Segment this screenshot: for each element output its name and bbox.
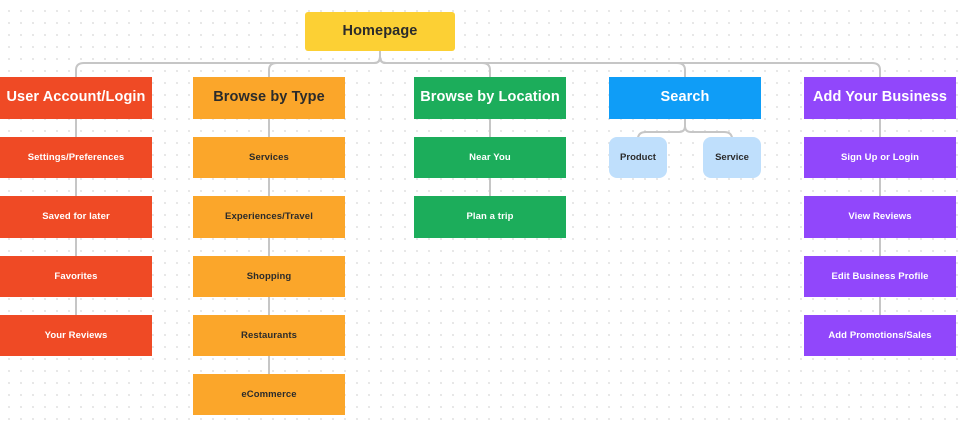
node-add-promotions-sales[interactable]: Add Promotions/Sales	[804, 315, 956, 356]
node-near-you[interactable]: Near You	[414, 137, 566, 178]
node-edit-business-profile[interactable]: Edit Business Profile	[804, 256, 956, 297]
node-services[interactable]: Services	[193, 137, 345, 178]
node-browse-by-location[interactable]: Browse by Location	[414, 77, 566, 119]
node-favorites[interactable]: Favorites	[0, 256, 152, 297]
node-label: Sign Up or Login	[840, 151, 920, 163]
node-label: Services	[249, 151, 289, 163]
branch-to-service	[684, 125, 733, 140]
node-label: Service	[715, 151, 749, 163]
node-restaurants[interactable]: Restaurants	[193, 315, 345, 356]
node-label: Add Promotions/Sales	[828, 329, 932, 341]
node-settings-preferences[interactable]: Settings/Preferences	[0, 137, 152, 178]
node-saved-for-later[interactable]: Saved for later	[0, 196, 152, 238]
node-label: Favorites	[54, 270, 98, 282]
branch-to-add-business	[379, 56, 881, 78]
node-search[interactable]: Search	[609, 77, 761, 119]
node-label: User Account/Login	[6, 89, 146, 106]
node-label: Your Reviews	[44, 329, 108, 341]
node-label: View Reviews	[848, 211, 912, 223]
node-label: Experiences/Travel	[225, 211, 313, 223]
node-label: Product	[620, 151, 656, 163]
node-label: Browse by Location	[420, 89, 560, 106]
node-service[interactable]: Service	[703, 137, 761, 178]
node-label: Near You	[469, 151, 511, 163]
node-browse-by-type[interactable]: Browse by Type	[193, 77, 345, 119]
node-label: Settings/Preferences	[27, 151, 125, 163]
node-label: Shopping	[246, 270, 292, 282]
node-view-reviews[interactable]: View Reviews	[804, 196, 956, 238]
node-ecommerce[interactable]: eCommerce	[193, 374, 345, 415]
node-your-reviews[interactable]: Your Reviews	[0, 315, 152, 356]
node-label: Homepage	[342, 22, 418, 39]
node-product[interactable]: Product	[609, 137, 667, 178]
node-shopping[interactable]: Shopping	[193, 256, 345, 297]
node-label: Restaurants	[240, 329, 297, 341]
node-homepage[interactable]: Homepage	[305, 12, 455, 51]
node-label: Saved for later	[42, 211, 110, 223]
branch-to-search	[379, 56, 686, 78]
node-label: Edit Business Profile	[831, 270, 929, 282]
node-experiences-travel[interactable]: Experiences/Travel	[193, 196, 345, 238]
node-add-your-business[interactable]: Add Your Business	[804, 77, 956, 119]
branch-to-browse-type	[268, 56, 381, 78]
node-label: Browse by Type	[213, 89, 325, 106]
node-label: Search	[660, 89, 710, 106]
node-label: Plan a trip	[466, 211, 514, 223]
node-label: eCommerce	[241, 388, 297, 400]
branch-to-browse-location	[379, 56, 491, 78]
node-sign-up-or-login[interactable]: Sign Up or Login	[804, 137, 956, 178]
branch-to-user-account	[75, 56, 381, 78]
node-label: Add Your Business	[812, 89, 948, 106]
branch-to-product	[637, 125, 686, 140]
node-plan-a-trip[interactable]: Plan a trip	[414, 196, 566, 238]
node-user-account-login[interactable]: User Account/Login	[0, 77, 152, 119]
